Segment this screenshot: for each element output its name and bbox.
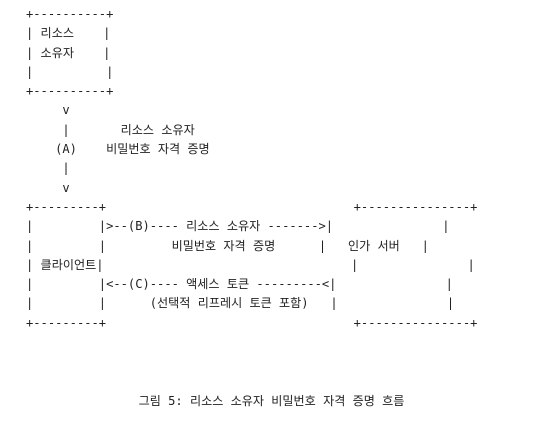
step-c-refresh-token-note: | | (선택적 리프레시 토큰 포함) | |: [26, 296, 455, 311]
step-b-credentials-and-server-label: | | 비밀번호 자격 증명 | 인가 서버 |: [26, 238, 429, 253]
resource-owner-box-top: +----------+: [26, 7, 114, 21]
step-a-credentials-label: (A) 비밀번호 자격 증명: [26, 142, 210, 157]
resource-owner-box-label-1: | 리소스 |: [26, 26, 111, 41]
figure-caption: 그림 5: 리소스 소유자 비밀번호 자격 증명 흐름: [138, 394, 405, 408]
arrow-down-shaft: |: [26, 161, 70, 176]
step-c-access-token-arrow: | |<--(C)---- 액세스 토큰 ---------<| |: [26, 277, 453, 292]
arrow-down-head-1: v: [26, 103, 70, 118]
client-and-server-box-bottom: +---------+ +---------------+: [26, 315, 478, 330]
step-a-resource-owner-label: | 리소스 소유자: [26, 122, 195, 137]
arrow-down-head-2: v: [26, 180, 70, 195]
resource-owner-box-side: | |: [26, 64, 114, 79]
client-and-server-box-top: +---------+ +---------------+: [26, 199, 478, 214]
client-label-row: | 클라이언트| | |: [26, 257, 475, 272]
resource-owner-box-bottom: +----------+: [26, 84, 114, 99]
oauth-password-flow-ascii-diagram: +----------+ | 리소스 | | 소유자 | | | +------…: [26, 5, 477, 333]
step-b-request-arrow: | |>--(B)---- 리소스 소유자 ------->| |: [26, 219, 450, 234]
resource-owner-box-label-2: | 소유자 |: [26, 45, 111, 60]
